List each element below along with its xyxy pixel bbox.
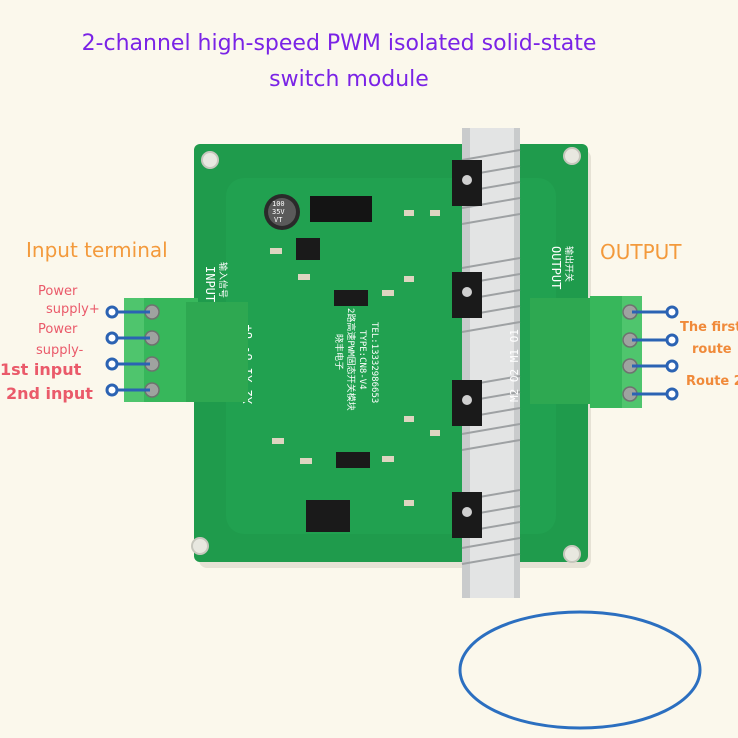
smd-resistors (270, 210, 440, 506)
input-terminal-block (124, 298, 248, 402)
silk-output-pins: M2 O2 M1 O1 (508, 329, 521, 402)
title-line-1: 2-channel high-speed PWM isolated solid-… (81, 31, 597, 56)
cap-label-2: 35V (272, 208, 285, 216)
silk-product: 2路高速PWM固态开关模块 (345, 308, 357, 411)
label-route1-1: The first (680, 320, 738, 335)
cap-label-3: VT (274, 216, 283, 224)
output-heading: OUTPUT (600, 240, 682, 264)
optocoupler-2 (336, 452, 370, 468)
transistor (296, 238, 320, 260)
label-power-plus-1: Power (38, 284, 78, 299)
label-route2: Route 2 (686, 374, 738, 389)
label-input-2: 2nd input (6, 384, 93, 403)
title-line-2: switch module (269, 67, 429, 92)
label-input-1: 1st input (0, 360, 82, 379)
output-pin-markers (632, 305, 679, 401)
cap-label-1: 100 (272, 200, 285, 208)
silk-output-cn: 输出开关 (563, 246, 575, 282)
silk-tel: TEL:13332986653 (369, 322, 379, 403)
header-connector (310, 196, 372, 222)
input-pin-markers (105, 305, 150, 397)
label-power-plus-2: supply+ (46, 302, 100, 317)
output-terminal-block (530, 296, 642, 408)
silk-input-cn: 输入信号 (217, 262, 229, 298)
silk-output: OUTPUT (549, 246, 563, 289)
label-power-minus-1: Power (38, 322, 78, 337)
label-power-minus-2: supply- (36, 343, 84, 358)
heatsink-array (452, 128, 521, 598)
silk-input: INPUT (203, 266, 217, 302)
silk-type: TYPE:CN8-V4 (357, 330, 367, 390)
highlight-ellipse (458, 610, 702, 730)
optocoupler-1 (334, 290, 368, 306)
power-module (306, 500, 350, 532)
silk-brand: 晓丰电子 (333, 334, 345, 370)
label-route1-2: route (692, 342, 732, 357)
input-terminal-heading: Input terminal (26, 238, 168, 262)
electrolytic-capacitor (264, 194, 300, 230)
mounting-holes (191, 147, 581, 563)
